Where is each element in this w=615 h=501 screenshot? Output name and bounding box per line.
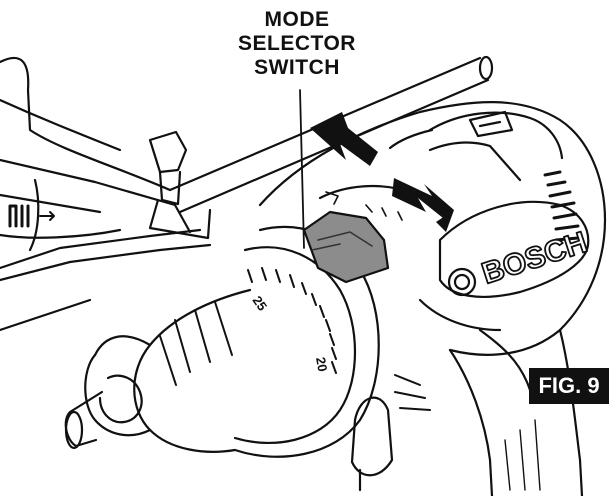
- clamp-knob: [148, 130, 212, 240]
- callout-line-3: SWITCH: [254, 56, 340, 79]
- brand-logo: BOSCH: [478, 226, 591, 291]
- keyless-chuck: [64, 288, 252, 453]
- callout-leader-line: [299, 89, 305, 249]
- mode-selector-callout: MODE SELECTOR SWITCH: [222, 8, 372, 80]
- slide-arrow-forward: [392, 178, 454, 232]
- motor-housing: [258, 101, 607, 392]
- torque-setting-20: 20: [313, 356, 330, 373]
- callout-line-2: SELECTOR: [238, 32, 356, 55]
- slide-arrow-back: [310, 112, 378, 166]
- trigger: [350, 396, 394, 492]
- torque-setting-25: 25: [250, 293, 271, 313]
- side-handle: [0, 56, 212, 332]
- figure-label-badge: FIG. 9: [529, 368, 609, 404]
- callout-line-1: MODE: [264, 8, 330, 31]
- mode-selector-switch: [302, 210, 390, 284]
